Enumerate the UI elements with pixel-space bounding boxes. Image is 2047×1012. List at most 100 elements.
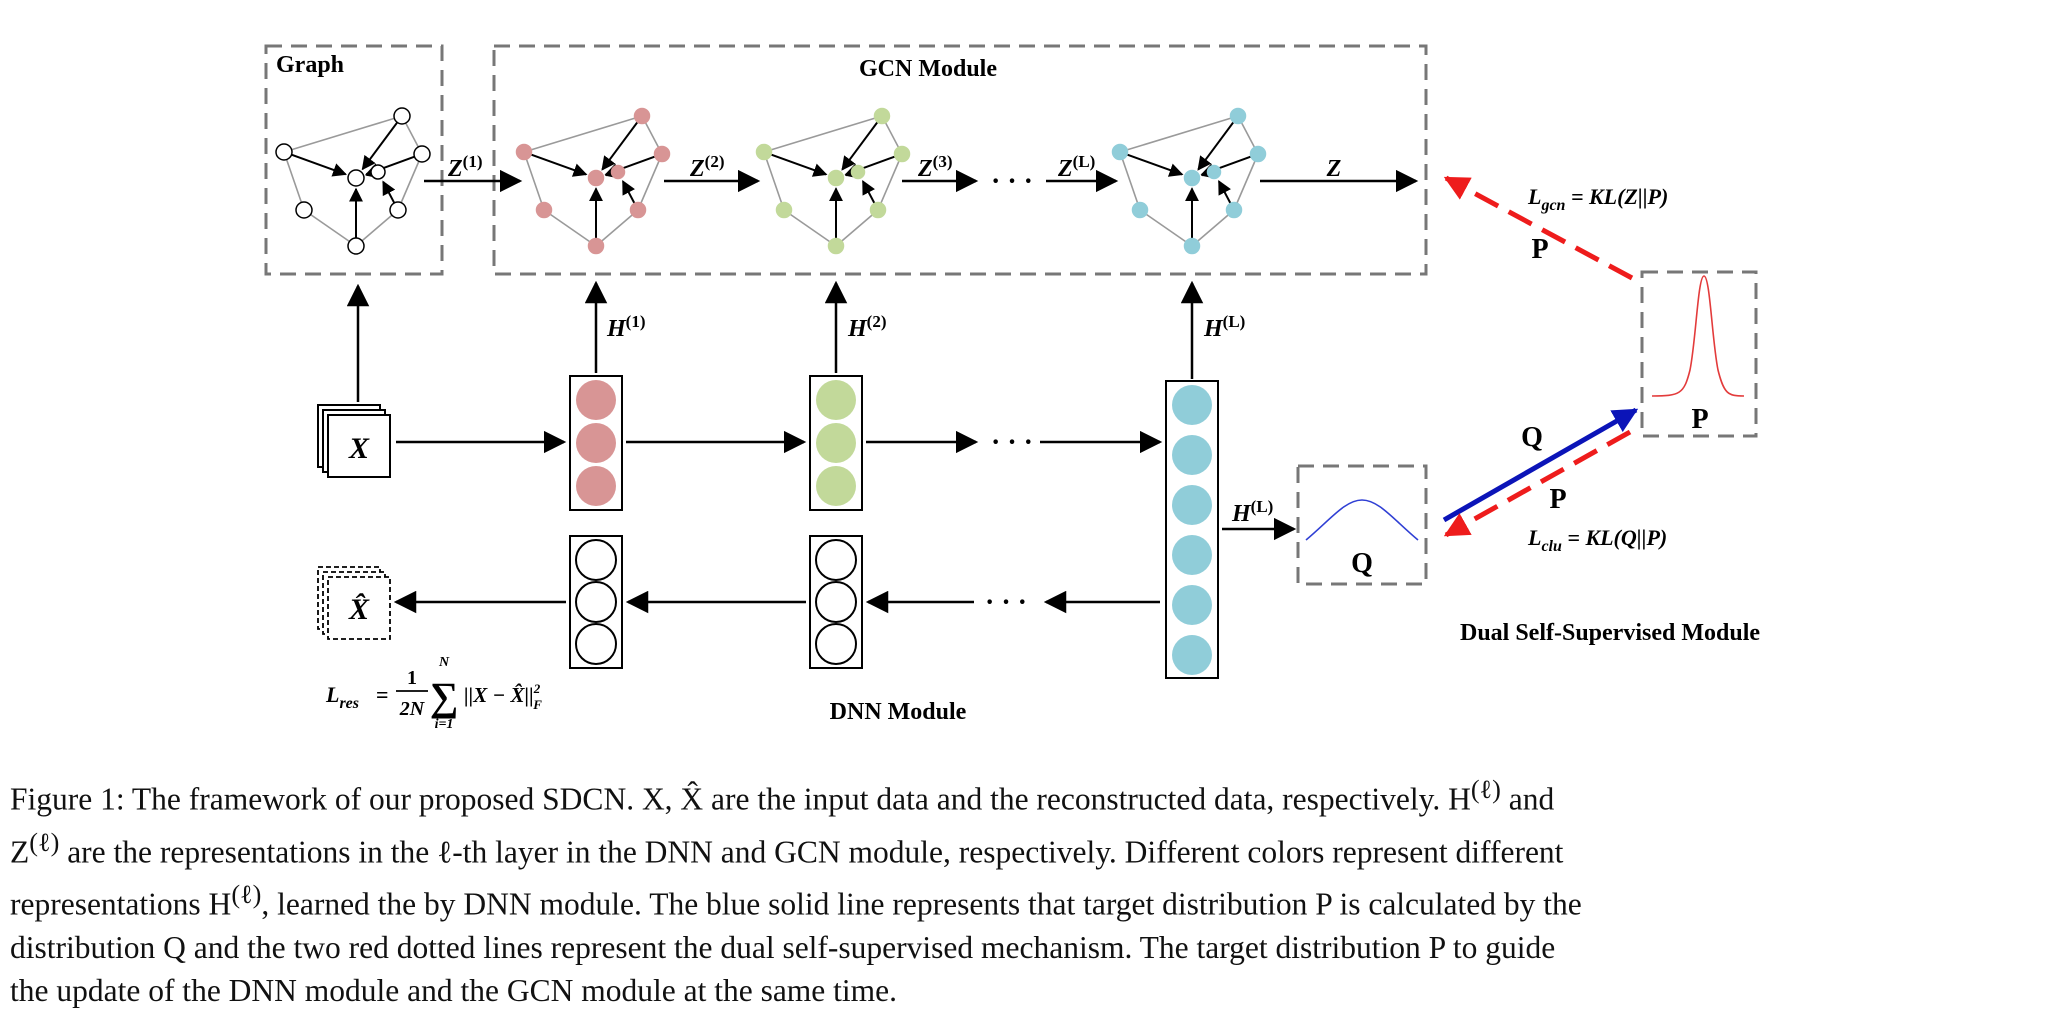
input-graph-node bbox=[393, 107, 411, 125]
graph-arrow-edge bbox=[382, 180, 396, 204]
h2-label: H(2) bbox=[847, 312, 887, 342]
gcn-layer-1-node bbox=[587, 237, 605, 255]
graph-edge bbox=[397, 153, 423, 211]
graph-arrow-edge bbox=[1200, 165, 1217, 179]
gcn-layer-1-node bbox=[535, 201, 553, 219]
p-arrow-label-bottom: P bbox=[1549, 484, 1566, 515]
caption-line-3: representations H(ℓ), learned the by DNN… bbox=[10, 880, 1582, 922]
input-graph-node bbox=[347, 237, 365, 255]
graph-edge bbox=[1191, 209, 1235, 247]
gcn-layer-1-node bbox=[587, 169, 605, 187]
encoder-2-neuron bbox=[816, 380, 856, 420]
gcn-layer-2-graph bbox=[755, 107, 911, 255]
gcn-module-box bbox=[492, 44, 1428, 276]
gcn-layer-L-node bbox=[1183, 237, 1201, 255]
graph-arrow-edge bbox=[1197, 121, 1235, 171]
svg-text:=: = bbox=[376, 682, 389, 707]
gcn-layer-2-node bbox=[755, 143, 773, 161]
input-graph-node bbox=[295, 201, 313, 219]
gcn-layer-1-graph bbox=[515, 107, 671, 255]
decoder-2-neuron bbox=[815, 581, 857, 623]
graph-edge bbox=[1139, 209, 1193, 247]
graph-edge bbox=[595, 209, 639, 247]
input-graph-node bbox=[370, 164, 386, 180]
q-to-p-blue-arrow bbox=[1442, 407, 1639, 523]
gcn-layer-L-node bbox=[1183, 169, 1201, 187]
graph-box bbox=[264, 44, 444, 276]
input-graph-node bbox=[389, 201, 407, 219]
gcn-layer-1-node bbox=[610, 164, 626, 180]
p-to-gcn-red-arrow bbox=[1443, 175, 1634, 281]
svg-text:||X − X̂||2F: ||X − X̂||2F bbox=[464, 681, 542, 712]
graph-arrow-edge bbox=[530, 153, 588, 177]
dnn-encoder-layer-L bbox=[1165, 380, 1219, 679]
encoder-L-neuron bbox=[1172, 535, 1212, 575]
gcn-layer-2-node bbox=[893, 145, 911, 163]
graph-edge bbox=[877, 153, 903, 211]
encoder-L-neuron bbox=[1172, 635, 1212, 675]
input-graph-node bbox=[275, 143, 293, 161]
l-gcn-formula: Lgcn = KL(Z||P) bbox=[1527, 184, 1668, 214]
gcn-layer-L-node bbox=[1206, 164, 1222, 180]
gcn-dots: · · · bbox=[991, 166, 1033, 197]
p-to-q-red-arrow bbox=[1443, 429, 1632, 538]
graph-arrow-edge bbox=[601, 121, 639, 171]
graph-arrow-edge bbox=[770, 153, 828, 177]
gcn-layer-L-node bbox=[1229, 107, 1247, 125]
encoder-2-neuron bbox=[816, 466, 856, 506]
graph-edge bbox=[523, 151, 545, 211]
gcn-layer-2-node bbox=[827, 169, 845, 187]
decoder-1-neuron bbox=[575, 581, 617, 623]
decoder-1-neuron bbox=[575, 623, 617, 665]
encoder-L-neuron bbox=[1172, 385, 1212, 425]
hL-side-label: H(L) bbox=[1231, 497, 1273, 527]
graph-edge bbox=[303, 209, 357, 247]
graph-edge bbox=[763, 115, 883, 153]
encoder-1-neuron bbox=[576, 466, 616, 506]
svg-text:∑: ∑ bbox=[430, 674, 459, 719]
input-graph bbox=[275, 107, 431, 255]
p-box-label: P bbox=[1691, 404, 1708, 435]
graph-arrow-edge bbox=[365, 165, 381, 179]
graph-arrow-edge bbox=[361, 121, 399, 171]
dual-module-title: Dual Self-Supervised Module bbox=[1460, 620, 1760, 646]
svg-text:N: N bbox=[438, 655, 450, 670]
encoder-L-neuron bbox=[1172, 435, 1212, 475]
gcn-layer-1-node bbox=[653, 145, 671, 163]
input-graph-node bbox=[413, 145, 431, 163]
gcn-layer-2-node bbox=[827, 237, 845, 255]
hL-label: H(L) bbox=[1203, 312, 1245, 342]
gcn-layer-2-node bbox=[873, 107, 891, 125]
encoder-L-neuron bbox=[1172, 485, 1212, 525]
h1-label: H(1) bbox=[606, 312, 646, 342]
input-graph-node bbox=[347, 169, 365, 187]
decoder-dots: · · · bbox=[985, 587, 1027, 618]
graph-edge bbox=[637, 153, 663, 211]
svg-text:i=1: i=1 bbox=[435, 717, 454, 732]
input-data-stack: X bbox=[317, 404, 391, 478]
caption-line-2: Z(ℓ) are the representations in the ℓ-th… bbox=[10, 827, 1564, 870]
graph-edge bbox=[283, 115, 403, 153]
gcn-layer-L-node bbox=[1111, 143, 1129, 161]
encoder-1-neuron bbox=[576, 423, 616, 463]
gcn-layer-L-node bbox=[1131, 201, 1149, 219]
q-distribution-box bbox=[1296, 464, 1428, 586]
encoder-L-neuron bbox=[1172, 585, 1212, 625]
caption-line-4: distribution Q and the two red dotted li… bbox=[10, 929, 1556, 965]
gcn-layer-L-node bbox=[1249, 145, 1267, 163]
gcn-module-title: GCN Module bbox=[859, 56, 997, 82]
graph-edge bbox=[523, 115, 643, 153]
z3-label: Z(3) bbox=[917, 152, 953, 182]
graph-arrow-edge bbox=[604, 165, 621, 179]
graph-edge bbox=[283, 151, 305, 211]
caption-line-1: Figure 1: The framework of our proposed … bbox=[10, 775, 1555, 817]
encoder-1-neuron bbox=[576, 380, 616, 420]
encoder-dots: · · · bbox=[991, 427, 1033, 458]
q-box-label: Q bbox=[1351, 548, 1373, 579]
graph-arrow-edge bbox=[841, 121, 879, 171]
z-final-label: Z bbox=[1326, 156, 1342, 182]
caption-line-5: the update of the DNN module and the GCN… bbox=[10, 972, 898, 1008]
graph-edge bbox=[835, 209, 879, 247]
svg-text:1: 1 bbox=[407, 667, 417, 689]
